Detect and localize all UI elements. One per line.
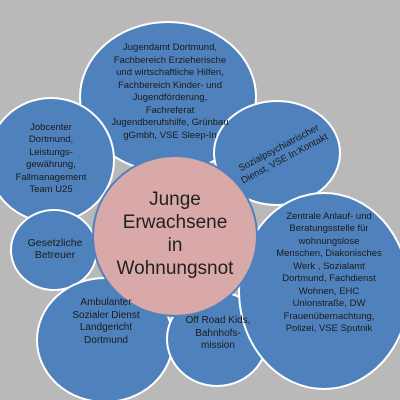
bubble-zentrale xyxy=(238,192,400,390)
label-jugendamt: Jugendamt Dortmund, Fachbereich Erzieher… xyxy=(111,42,229,141)
label-center: Junge Erwachsene in Wohnungsnot xyxy=(116,189,234,279)
label-ambulanter: Ambulanter Sozialer Dienst Landgericht D… xyxy=(72,297,140,346)
bubble-sozialpsych xyxy=(213,100,341,206)
label-offroad: Off Road Kids, Bahnhofs- mission xyxy=(185,315,251,352)
label-jobcenter: Jobcenter Dortmund, Leistungs- gewährung… xyxy=(15,121,87,196)
label-gesetzliche: Gesetzliche Betreuer xyxy=(27,236,83,262)
label-zentrale: Zentrale Anlauf- und Beratungsstelle für… xyxy=(276,210,382,335)
bubble-center xyxy=(92,155,258,317)
